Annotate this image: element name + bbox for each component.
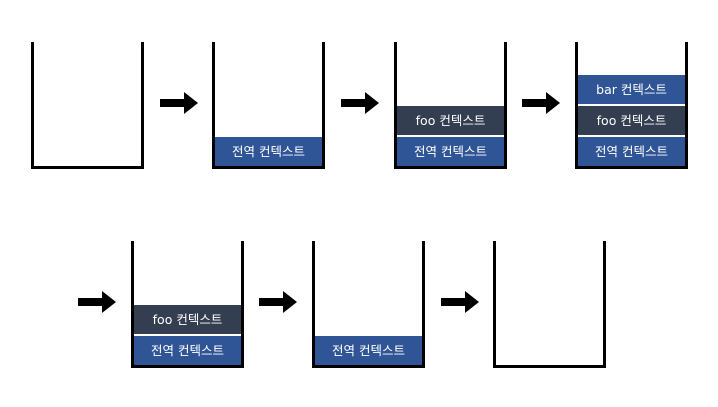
global-context-frame: 전역 컨텍스트 [134, 336, 241, 365]
global-context-frame: 전역 컨텍스트 [397, 137, 504, 166]
right-arrow-icon [160, 92, 198, 114]
frame-list: 전역 컨텍스트 [215, 137, 322, 166]
global-context-frame: 전역 컨텍스트 [315, 336, 422, 365]
frame-list: 전역 컨텍스트 foo 컨텍스트 [134, 305, 241, 365]
right-arrow-icon [522, 92, 560, 114]
right-arrow-icon [341, 92, 379, 114]
frame-list: 전역 컨텍스트 foo 컨텍스트 bar 컨텍스트 [578, 75, 685, 166]
frame-list: 전역 컨텍스트 [315, 336, 422, 365]
bar-context-frame: bar 컨텍스트 [578, 75, 685, 106]
stack-step-3: 전역 컨텍스트 foo 컨텍스트 [394, 42, 507, 169]
stack-step-1 [31, 42, 144, 169]
stack-step-7 [493, 241, 606, 368]
stack-step-2: 전역 컨텍스트 [212, 42, 325, 169]
global-context-frame: 전역 컨텍스트 [578, 137, 685, 166]
foo-context-frame: foo 컨텍스트 [578, 106, 685, 137]
foo-context-frame: foo 컨텍스트 [134, 305, 241, 336]
right-arrow-icon [259, 291, 297, 313]
foo-context-frame: foo 컨텍스트 [397, 106, 504, 137]
stack-step-5: 전역 컨텍스트 foo 컨텍스트 [131, 241, 244, 368]
stack-step-6: 전역 컨텍스트 [312, 241, 425, 368]
right-arrow-icon [441, 291, 479, 313]
frame-list: 전역 컨텍스트 foo 컨텍스트 [397, 106, 504, 166]
right-arrow-icon [78, 291, 116, 313]
stack-step-4: 전역 컨텍스트 foo 컨텍스트 bar 컨텍스트 [575, 42, 688, 169]
global-context-frame: 전역 컨텍스트 [215, 137, 322, 166]
